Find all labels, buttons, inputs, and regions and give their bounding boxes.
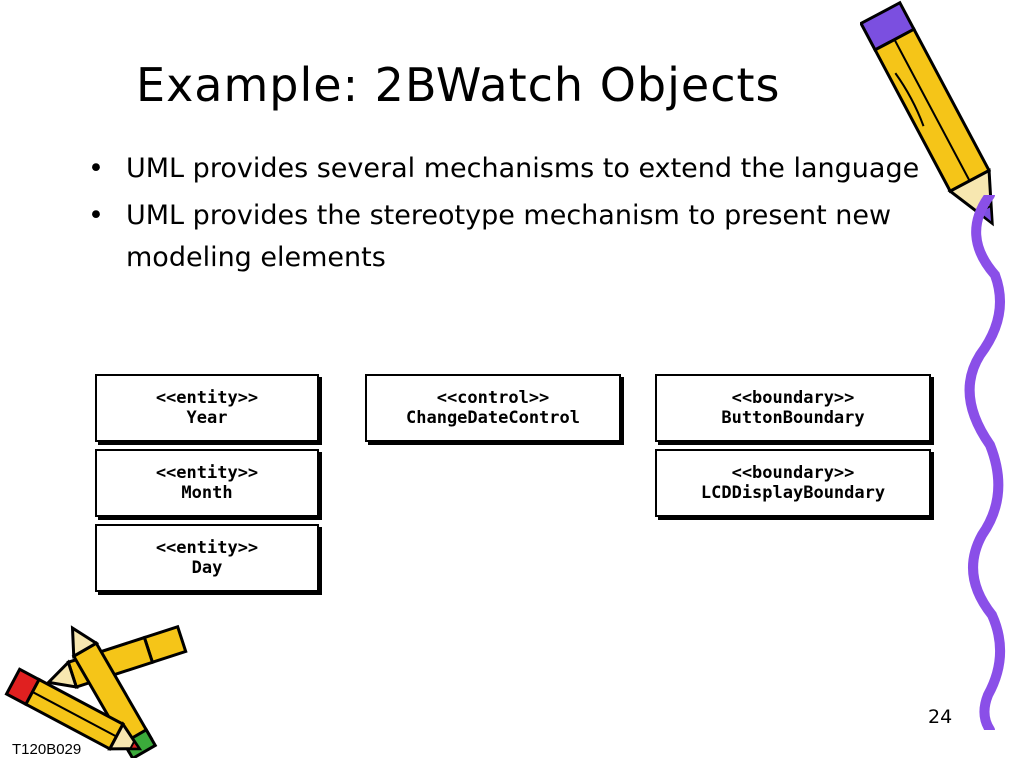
squiggle-line [964, 195, 1005, 730]
bullet-text: UML provides several mechanisms to exten… [126, 153, 920, 184]
uml-object-lcd-display-boundary: <<boundary>> LCDDisplayBoundary [655, 449, 931, 517]
object-name: ChangeDateControl [406, 408, 580, 428]
uml-object-day: <<entity>> Day [95, 524, 319, 592]
stereotype-label: <<boundary>> [731, 463, 855, 483]
stereotype-label: <<boundary>> [731, 388, 855, 408]
uml-object-month: <<entity>> Month [95, 449, 319, 517]
object-name: Month [181, 483, 233, 503]
stereotype-label: <<entity>> [155, 538, 259, 558]
bullet-item: • UML provides several mechanisms to ext… [82, 148, 922, 190]
uml-object-year: <<entity>> Year [95, 374, 319, 442]
slide-number: 24 [928, 706, 953, 728]
bullet-text: UML provides the stereotype mechanism to… [126, 200, 892, 273]
uml-object-button-boundary: <<boundary>> ButtonBoundary [655, 374, 931, 442]
stereotype-label: <<entity>> [155, 463, 259, 483]
bullet-marker: • [88, 153, 104, 184]
pencil-icon [860, 0, 994, 227]
bullet-marker: • [88, 200, 104, 231]
pencil-icon [4, 624, 188, 758]
stereotype-label: <<control>> [436, 388, 550, 408]
bullet-list: • UML provides several mechanisms to ext… [82, 148, 922, 284]
object-name: LCDDisplayBoundary [700, 483, 886, 503]
object-name: Year [186, 408, 228, 428]
object-name: ButtonBoundary [721, 408, 865, 428]
slide-title: Example: 2BWatch Objects [136, 58, 781, 112]
stereotype-label: <<entity>> [155, 388, 259, 408]
object-name: Day [191, 558, 223, 578]
uml-object-change-date-control: <<control>> ChangeDateControl [365, 374, 621, 442]
bullet-item: • UML provides the stereotype mechanism … [82, 195, 922, 279]
course-code: T120B029 [12, 741, 82, 758]
